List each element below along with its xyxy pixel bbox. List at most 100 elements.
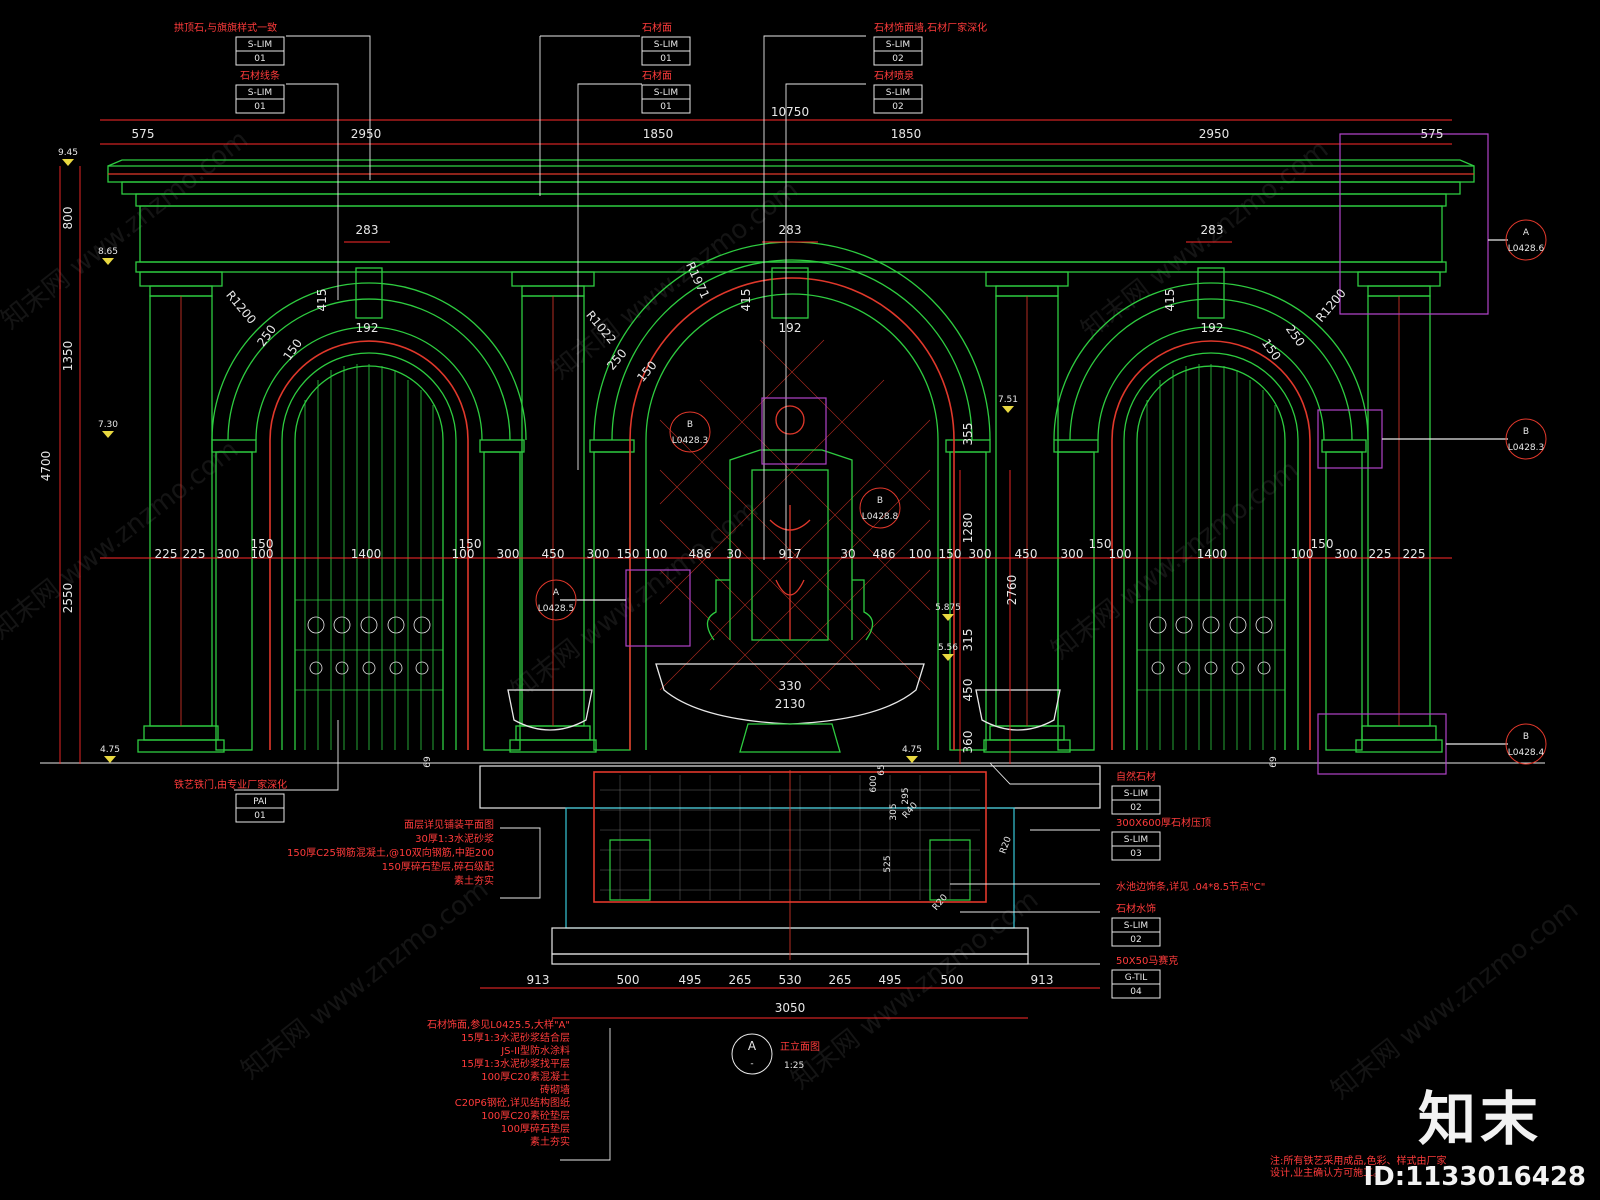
drawing-scale: 1:25: [784, 1061, 804, 1071]
pool-dim-label: 305: [889, 803, 899, 820]
columns: [137, 271, 1443, 753]
dimension-label: 300: [969, 547, 992, 561]
callout-code: S-LIM: [248, 88, 272, 98]
vertical-dim-label: 355: [961, 423, 975, 446]
layer-note: 石材饰面,参见L0425.5,大样"A": [427, 1018, 570, 1031]
entablature: [107, 159, 1475, 273]
callout-num-box: [1111, 983, 1161, 999]
level-mark: 8.65: [98, 247, 118, 257]
dimension-label: 30: [726, 547, 741, 561]
title-sub: -: [750, 1059, 753, 1069]
dimension-label: 575: [132, 127, 155, 141]
dimension-label: 225: [1369, 547, 1392, 561]
dimension-label: 150: [1311, 537, 1334, 551]
level-mark: 4.75: [902, 745, 922, 755]
callout-num-box: [641, 98, 691, 114]
section-marker-ref: L0428.3: [672, 436, 709, 446]
right-callout-text: 石材水饰: [1116, 902, 1156, 915]
callout-text: 石材面: [642, 21, 672, 34]
gate-rosettes: [307, 616, 431, 675]
bottom-total-label: 3050: [775, 1001, 806, 1015]
right-callout-text: 水池边饰条,详见 .04*8.5节点"C": [1116, 880, 1265, 893]
section-marker-ref: L0428.3: [1508, 443, 1545, 453]
section-marker-ref: L0428.5: [538, 604, 575, 614]
vertical-dim-label: 800: [61, 207, 75, 230]
section-marker-circle: [535, 579, 577, 621]
vertical-dim-label: 1280: [961, 513, 975, 544]
level-triangle-icon: [62, 159, 74, 166]
title-circle: [731, 1033, 773, 1075]
dimension-lines: [59, 119, 1452, 1019]
layer-note: C20P6钢砼,详见结构图纸: [455, 1096, 570, 1109]
dimension-label: 2950: [1199, 127, 1230, 141]
layer-note: 100厚碎石垫层: [501, 1122, 570, 1135]
dimension-label: 225: [1403, 547, 1426, 561]
dimension-label: 2950: [351, 127, 382, 141]
callout-num-box: [873, 98, 923, 114]
level-triangle-icon: [942, 654, 954, 661]
callout-num-box: [235, 807, 285, 823]
section-marker-letter: B: [877, 496, 883, 506]
level-mark: 7.51: [998, 395, 1018, 405]
bottom-dim-label: 495: [879, 973, 902, 987]
layer-note: 150厚碎石垫层,碎石级配: [382, 860, 494, 873]
section-marker-ref: L0428.4: [1508, 748, 1545, 758]
level-triangle-icon: [906, 756, 918, 763]
bottom-dim-label: 530: [779, 973, 802, 987]
offset-label: 69: [423, 756, 433, 768]
callout-text: 石材饰面墙,石材厂家深化: [874, 21, 987, 34]
section-marker-letter: B: [1523, 427, 1529, 437]
layer-note: 素土夯实: [530, 1135, 570, 1148]
callout-code: S-LIM: [248, 40, 272, 50]
layer-note: 面层详见铺装平面图: [404, 818, 494, 831]
column: [983, 271, 1071, 753]
dimension-label: 300: [1061, 547, 1084, 561]
section-marker-letter: B: [1523, 732, 1529, 742]
layer-note: 100厚C20素砼垫层: [481, 1109, 570, 1122]
arch-inner-label: 192: [356, 321, 379, 335]
lattice: [659, 339, 931, 691]
brand-logo: 知末: [1417, 1085, 1542, 1153]
watermark: 知末网 www.znzmo.com: [0, 435, 244, 646]
layer-note: JS-II型防水涂料: [500, 1044, 570, 1057]
offset-label: 65: [877, 764, 887, 775]
dimension-label: 150: [1089, 537, 1112, 551]
basin-dim-label: 2130: [775, 697, 806, 711]
bottom-dim-label: 500: [941, 973, 964, 987]
layer-note: 30厚1:3水泥砂浆: [415, 832, 494, 845]
bottom-dim-label: 500: [617, 973, 640, 987]
callout-num-box: [1111, 931, 1161, 947]
callout-text: 石材线条: [240, 69, 280, 82]
offset-label: 69: [1269, 756, 1279, 768]
callout-code: S-LIM: [886, 40, 910, 50]
dimension-label: 30: [840, 547, 855, 561]
radius-label: R1200: [1313, 286, 1349, 325]
dimension-label: 300: [497, 547, 520, 561]
dimension-label: 450: [542, 547, 565, 561]
callout-code: S-LIM: [654, 40, 678, 50]
watermark: 知末网 www.znzmo.com: [1046, 455, 1304, 666]
dimension-label: 100: [251, 547, 274, 561]
callout-code: S-LIM: [1124, 835, 1148, 845]
callout-num: 02: [892, 102, 903, 112]
section-marker-letter: A: [1523, 228, 1530, 238]
watermark: 知末网 www.znzmo.com: [786, 885, 1044, 1096]
vertical-dim-label: 360: [961, 731, 975, 754]
overall-width-label: 10750: [771, 105, 809, 119]
bottom-dim-label: 265: [829, 973, 852, 987]
callout-code: S-LIM: [1124, 789, 1148, 799]
callout-num-box: [873, 50, 923, 66]
dimension-label: 1850: [891, 127, 922, 141]
dimension-label: 100: [1109, 547, 1132, 561]
dimension-label: 225: [183, 547, 206, 561]
arch-band-label: 250: [254, 322, 279, 349]
marker-frames: [560, 133, 1508, 775]
right-callout-text: 50X50马赛克: [1116, 954, 1178, 967]
leader-lines: [234, 35, 1100, 1161]
callout-num-box: [1111, 845, 1161, 861]
watermark: 知末网 www.znzmo.com: [506, 495, 764, 706]
column: [509, 271, 597, 753]
level-mark: 5.56: [938, 643, 958, 653]
arch-band-label: 150: [1259, 336, 1284, 363]
